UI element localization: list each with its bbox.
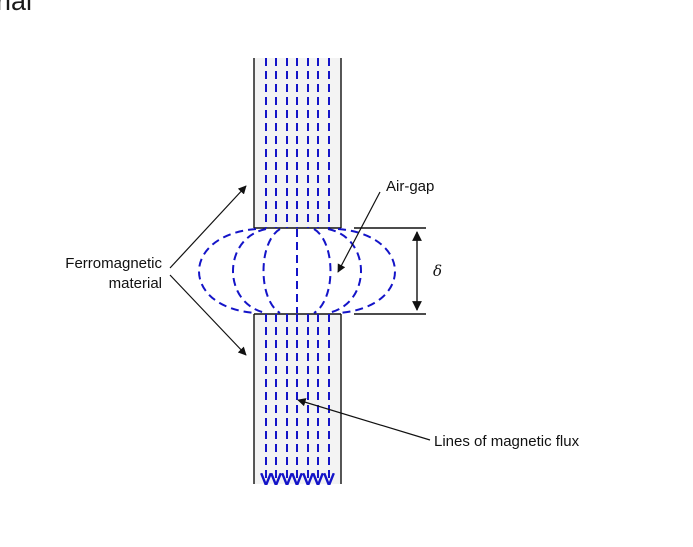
flux-label: Lines of magnetic flux	[434, 433, 580, 450]
air-gap-label: Air-gap	[386, 178, 434, 195]
air-gap-arrow	[337, 191, 381, 273]
material-label-line1: Ferromagnetic	[65, 255, 162, 272]
material-arrow-lower	[169, 274, 247, 356]
gap-dimension	[354, 227, 426, 315]
flux-lines-air-gap	[198, 228, 396, 314]
flux-arrow	[297, 398, 431, 441]
material-arrow-upper	[169, 185, 247, 269]
gap-length-symbol: δ	[433, 262, 442, 280]
material-label-line2: material	[109, 275, 162, 292]
flux-lines-upper	[265, 58, 330, 228]
label-arrows	[169, 185, 431, 441]
flux-lines-lower	[266, 314, 329, 484]
page-title-fragment: rial	[0, 0, 33, 16]
